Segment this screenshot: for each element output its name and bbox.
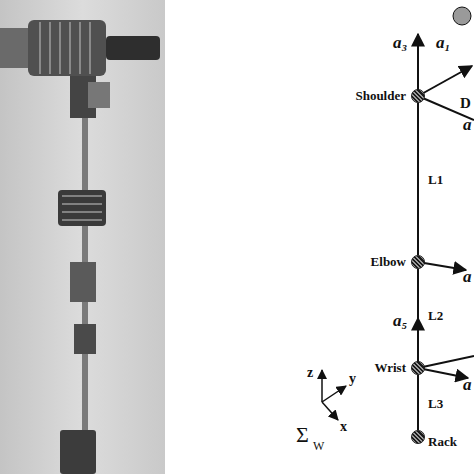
joint-label: Wrist [374,361,406,374]
cad-gear [62,196,102,220]
frame-axis [321,370,323,402]
axis-arrow [418,66,472,96]
joint-label: Rack [428,435,457,448]
cad-gripper [60,430,96,474]
axis-label: a₅ [393,312,407,329]
frame-label: Σ [296,424,309,446]
axis-label: a [463,116,472,133]
cad-link [82,302,88,324]
cad-upper-link [82,118,88,190]
cad-elbow [58,190,106,226]
world-frame [322,370,346,420]
frame-label: z [307,366,313,380]
link-segment [417,375,419,430]
cad-bracket-plate [88,82,110,108]
axis-label: a [463,376,472,393]
link-length-label: L2 [428,309,443,322]
axis-label: D [460,96,471,111]
axis-arrow [418,356,474,368]
frame-label: W [313,440,324,452]
link-length-label: L3 [428,397,443,410]
cad-lower-link [82,354,88,430]
frame-label: x [340,420,347,434]
cad-wrist [74,324,96,354]
cad-tube [106,36,160,60]
axis-label: a [463,268,472,285]
cad-ribs [40,22,90,74]
cad-forearm [82,226,88,262]
corner-symbol [453,7,471,25]
cad-shoulder-motor [28,20,106,76]
axis-arrows [418,34,474,378]
cad-background [0,0,165,474]
axis-label: a₃ [393,34,407,51]
joint-label: Shoulder [355,89,406,102]
joint-node: Elbow [411,255,425,269]
frame-label: y [349,372,356,386]
frame-axis [322,402,338,420]
axis-label: a₁ [436,34,450,51]
axis-arrow [418,262,466,270]
axis-arrow [418,368,468,378]
joint-node: Shoulder [411,89,425,103]
link-segment [417,269,419,361]
joint-node: Rack [411,430,425,444]
joint-node: Wrist [411,361,425,375]
cad-forearm-motor [70,262,96,302]
link-segment [417,103,419,255]
link-length-label: L1 [428,173,443,186]
frame-axis [322,386,346,402]
axis-arrow [417,34,419,96]
cad-base [0,28,28,68]
joint-label: Elbow [371,255,406,268]
